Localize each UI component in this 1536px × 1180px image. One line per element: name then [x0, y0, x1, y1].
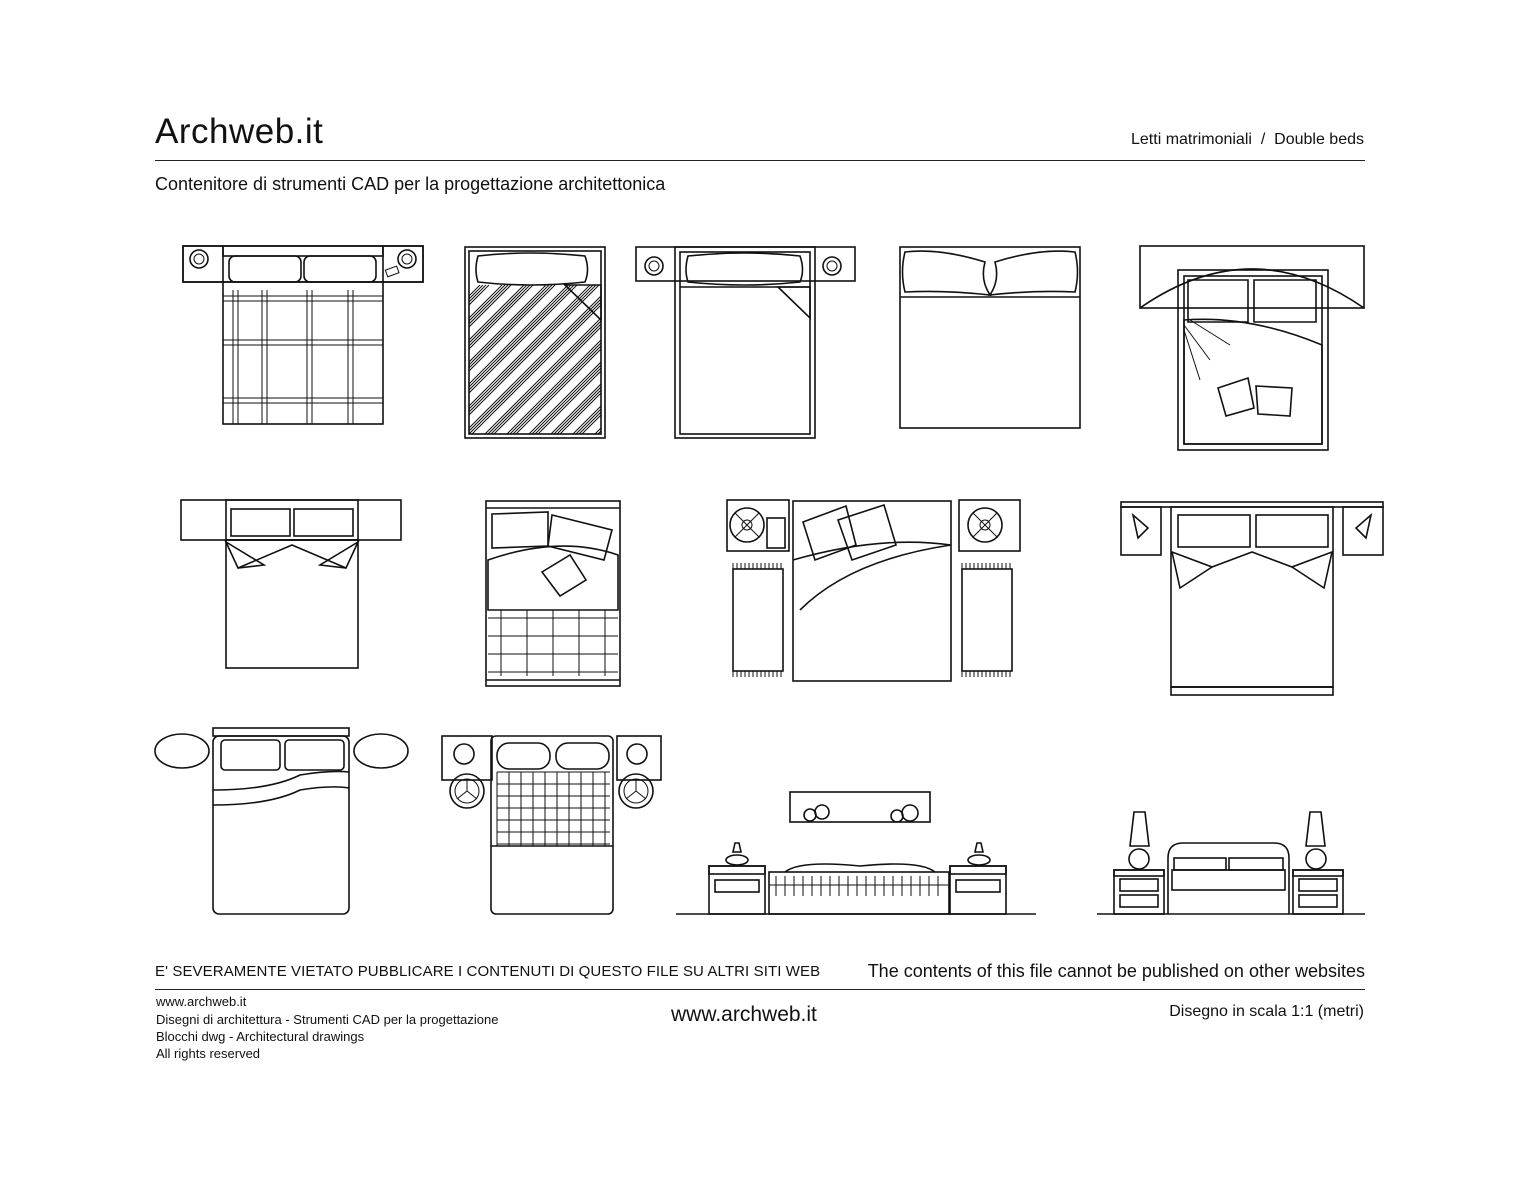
scale-note: Disegno in scala 1:1 (metri) [1169, 1003, 1364, 1020]
footer-rule [155, 989, 1365, 990]
header-rule [155, 160, 1365, 161]
double-bed-plaid-with-nightstands [182, 245, 424, 425]
notice-english: The contents of this file cannot be publ… [867, 961, 1365, 981]
double-bed-striped-cover [464, 246, 606, 439]
footer-line: Blocchi dwg - Architectural drawings [156, 1029, 365, 1044]
double-bed-curved-headboard [1139, 245, 1365, 451]
double-bed-with-rugs-and-nightstands [726, 499, 1021, 682]
double-bed-quilted [485, 500, 621, 687]
footer-url[interactable]: www.archweb.it [671, 1003, 817, 1026]
brand-title: Archweb.it [155, 112, 324, 151]
double-bed-with-round-nightstands [635, 246, 856, 439]
double-bed-simple [899, 246, 1081, 429]
footer-line: Disegni di architettura - Strumenti CAD … [156, 1012, 499, 1027]
double-bed-checkered-with-lamps [441, 735, 662, 915]
category-label: Letti matrimoniali / Double beds [1131, 131, 1364, 148]
tagline: Contenitore di strumenti CAD per la prog… [155, 174, 666, 194]
double-bed-with-wall-lamps [1120, 501, 1384, 696]
double-bed-elevation-lamps [1097, 811, 1365, 915]
footer-line: All rights reserved [156, 1046, 261, 1061]
double-bed-oval-nightstands [154, 727, 409, 915]
double-bed-wide-headboard [180, 499, 402, 669]
footer-line: www.archweb.it [156, 994, 247, 1009]
double-bed-elevation-bench [676, 791, 1036, 915]
notice-italian: E' SEVERAMENTE VIETATO PUBBLICARE I CONT… [155, 963, 821, 980]
